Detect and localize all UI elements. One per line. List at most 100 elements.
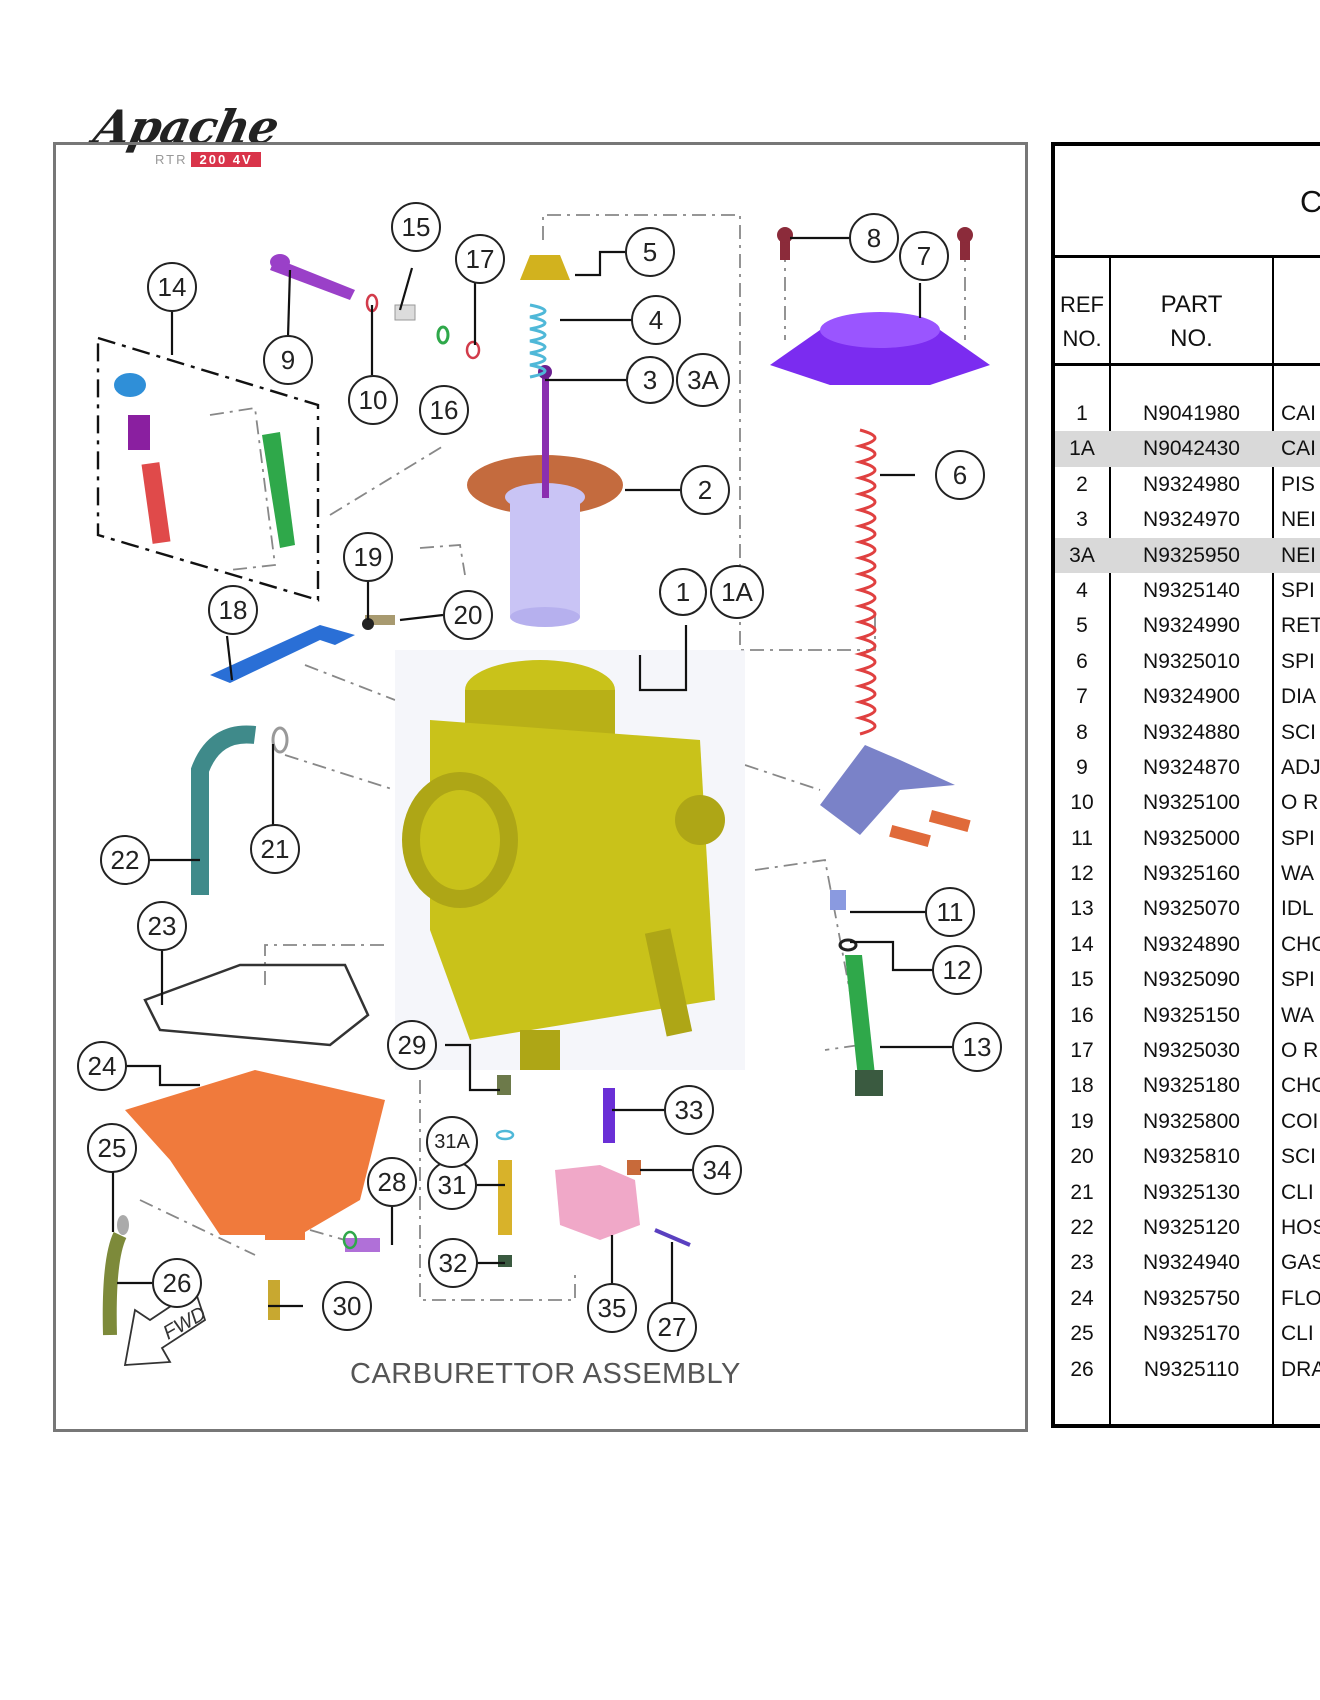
- callout-14: 14: [147, 262, 197, 312]
- ref-cell: 5: [1076, 614, 1088, 638]
- part-no-cell: N9324980: [1143, 472, 1240, 496]
- part-no-cell: N9325070: [1143, 897, 1240, 921]
- description-cell: CLI: [1281, 1322, 1314, 1346]
- callout-26: 26: [152, 1258, 202, 1308]
- description-cell: SPI: [1281, 578, 1315, 602]
- description-cell: ADJ: [1281, 755, 1320, 779]
- part-no-cell: N9324870: [1143, 755, 1240, 779]
- svg-text:19: 19: [354, 542, 383, 572]
- callout-19: 19: [343, 532, 393, 582]
- part-gasket-23: [143, 963, 370, 1047]
- part-retainer-5: [520, 255, 570, 280]
- part-float-35: [555, 1165, 640, 1240]
- svg-text:31: 31: [438, 1170, 467, 1200]
- table-row: 26N9325110DRA: [1055, 1352, 1320, 1387]
- part-no-cell: N9325750: [1143, 1286, 1240, 1310]
- ref-cell: 9: [1076, 755, 1088, 779]
- description-cell: COI: [1281, 1109, 1319, 1133]
- part-no-cell: N9325130: [1143, 1180, 1240, 1204]
- callout-28: 28: [367, 1157, 417, 1207]
- svg-text:27: 27: [658, 1312, 687, 1342]
- part-clip-21: [271, 726, 289, 754]
- table-row: 23N9324940GAS: [1055, 1245, 1320, 1280]
- part-diaphragm-cover: [770, 312, 990, 385]
- part-no-cell: N9042430: [1143, 437, 1240, 461]
- svg-text:35: 35: [598, 1293, 627, 1323]
- callout-13: 13: [952, 1022, 1002, 1072]
- part-screw-20: [362, 615, 395, 630]
- description-cell: HOS: [1281, 1215, 1320, 1239]
- ref-cell: 22: [1070, 1215, 1094, 1239]
- part-no-cell: N9325030: [1143, 1039, 1240, 1063]
- description-cell: NEI: [1281, 543, 1317, 567]
- callout-7: 7: [899, 231, 949, 281]
- callout-1a: 1A: [710, 565, 764, 619]
- svg-text:9: 9: [281, 345, 295, 375]
- svg-text:30: 30: [333, 1291, 362, 1321]
- part-no-cell: N9325150: [1143, 1003, 1240, 1027]
- description-cell: WA: [1281, 1003, 1315, 1027]
- description-cell: CHO: [1281, 932, 1320, 956]
- callout-21: 21: [250, 824, 300, 874]
- part-no-cell: N9325140: [1143, 578, 1240, 602]
- ref-cell: 14: [1070, 932, 1094, 956]
- table-title: C: [1055, 146, 1320, 258]
- description-cell: CAI: [1281, 402, 1317, 425]
- ref-cell: 25: [1070, 1322, 1094, 1346]
- description-cell: GAS: [1281, 1251, 1320, 1275]
- description-cell: O R: [1281, 791, 1319, 815]
- part-no-cell: N9325000: [1143, 826, 1240, 850]
- description-cell: SCI: [1281, 1145, 1317, 1169]
- svg-text:1: 1: [676, 577, 690, 607]
- svg-text:22: 22: [111, 845, 140, 875]
- svg-text:11: 11: [937, 897, 964, 927]
- callout-23: 23: [137, 901, 187, 951]
- callout-25: 25: [87, 1123, 137, 1173]
- svg-text:25: 25: [98, 1133, 127, 1163]
- logo-model: RTR: [155, 152, 188, 167]
- description-cell: SPI: [1281, 826, 1315, 850]
- ref-cell: 21: [1070, 1180, 1094, 1204]
- callout-30: 30: [322, 1281, 372, 1331]
- part-no-cell: N9041980: [1143, 402, 1240, 425]
- logo-badge: 200 4V: [191, 152, 261, 167]
- ref-cell: 18: [1070, 1074, 1094, 1098]
- callout-29: 29: [387, 1020, 437, 1070]
- description-cell: CLI: [1281, 1180, 1314, 1204]
- svg-text:3A: 3A: [687, 365, 719, 395]
- ref-cell: 6: [1076, 649, 1088, 673]
- description-cell: PIS: [1281, 472, 1315, 496]
- svg-text:8: 8: [867, 223, 881, 253]
- part-no-cell: N9324940: [1143, 1251, 1240, 1275]
- ref-cell: 7: [1076, 685, 1088, 709]
- callout-22: 22: [100, 835, 150, 885]
- part-drain-hose-26: [102, 1215, 129, 1336]
- description-cell: NEI: [1281, 508, 1317, 532]
- part-no-cell: N9325110: [1143, 1357, 1240, 1381]
- description-cell: DIA: [1281, 685, 1317, 709]
- callout-33: 33: [664, 1085, 714, 1135]
- part-no-cell: N9325010: [1143, 649, 1240, 673]
- part-choke-14: [114, 373, 295, 548]
- part-no-cell: N9324990: [1143, 614, 1240, 638]
- ref-cell: 13: [1070, 897, 1094, 921]
- callout-4: 4: [631, 295, 681, 345]
- callout-3a: 3A: [676, 353, 730, 407]
- svg-text:34: 34: [703, 1155, 732, 1185]
- column-divider: [1109, 258, 1111, 1424]
- ref-cell: 11: [1071, 826, 1093, 850]
- description-cell: WA: [1281, 862, 1315, 886]
- callout-34: 34: [692, 1145, 742, 1195]
- ref-cell: 3A: [1069, 543, 1095, 567]
